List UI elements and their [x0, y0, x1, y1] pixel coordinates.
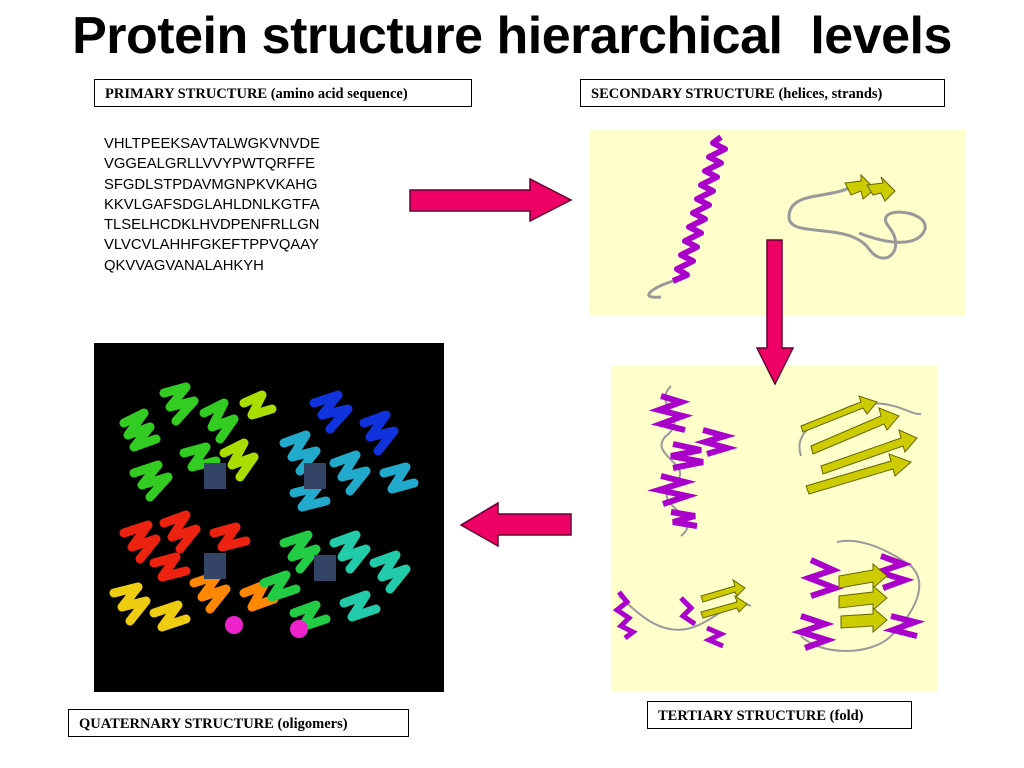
beta-strand-arrow [866, 176, 896, 202]
quaternary-structure-label-text: QUATERNARY STRUCTURE (oligomers) [79, 716, 348, 732]
magenta-sphere [290, 620, 308, 638]
alpha-beta-fold-large [791, 539, 926, 652]
primary-structure-label: PRIMARY STRUCTURE (amino acid sequence) [94, 79, 472, 107]
tertiary-structure-label: TERTIARY STRUCTURE (fold) [647, 701, 912, 729]
subunit-yellow-green [219, 390, 277, 482]
subunit-green-bottom [259, 530, 331, 632]
primary-structure-label-text: PRIMARY STRUCTURE (amino acid sequence) [105, 86, 408, 102]
all-beta-fold [798, 395, 922, 495]
secondary-structure-label: SECONDARY STRUCTURE (helices, strands) [580, 79, 945, 107]
sequence-line: VGGEALGRLLVVYPWTQRFFE [104, 156, 316, 173]
sequence-line: QKVVAGVANALAHKYH [104, 257, 264, 274]
subunit-red [119, 510, 251, 582]
subunit-yellow [109, 582, 191, 632]
sequence-line: KKVLGAFSDGLAHLDNLKGTFA [104, 196, 320, 213]
sequence-line: SFGDLSTPDAVMGNPKVKAHG [104, 176, 318, 193]
subunit-blue [309, 390, 399, 456]
secondary-structure-panel [589, 129, 965, 316]
alpha-helix-ribbon [671, 134, 728, 284]
alpha-beta-fold-small [612, 578, 752, 649]
quaternary-structure-label: QUATERNARY STRUCTURE (oligomers) [68, 709, 409, 737]
quaternary-structure-image [94, 343, 444, 692]
subunit-cyan [279, 430, 419, 512]
tertiary-structure-image [612, 385, 926, 652]
left-arrow [459, 501, 572, 548]
sequence-line: VLVCVLAHHFGKEFTPPVQAAY [104, 237, 319, 254]
subunit-teal [329, 530, 411, 622]
right-arrow [409, 177, 573, 223]
secondary-structure-image [647, 134, 927, 299]
tertiary-structure-panel [611, 366, 938, 691]
all-alpha-fold [647, 385, 738, 537]
beta-strand-arrow [844, 173, 876, 200]
secondary-structure-label-text: SECONDARY STRUCTURE (helices, strands) [591, 86, 883, 102]
heme-groups [204, 463, 336, 581]
tertiary-structure-label-text: TERTIARY STRUCTURE (fold) [658, 708, 864, 724]
sequence-line: VHLTPEEKSAVTALWGKVNVDE [104, 136, 320, 152]
hemoglobin-tetramer [109, 382, 419, 638]
amino-acid-sequence: VHLTPEEKSAVTALWGKVNVDE VGGEALGRLLVVYPWTQ… [104, 134, 320, 276]
coil-loop [787, 185, 927, 260]
magenta-sphere [225, 616, 243, 634]
sequence-line: TLSELHCDKLHVDPENFRLLGN [104, 217, 320, 234]
page-title: Protein structure hierarchical levels [72, 7, 952, 65]
helix-coil-tail [647, 279, 674, 299]
